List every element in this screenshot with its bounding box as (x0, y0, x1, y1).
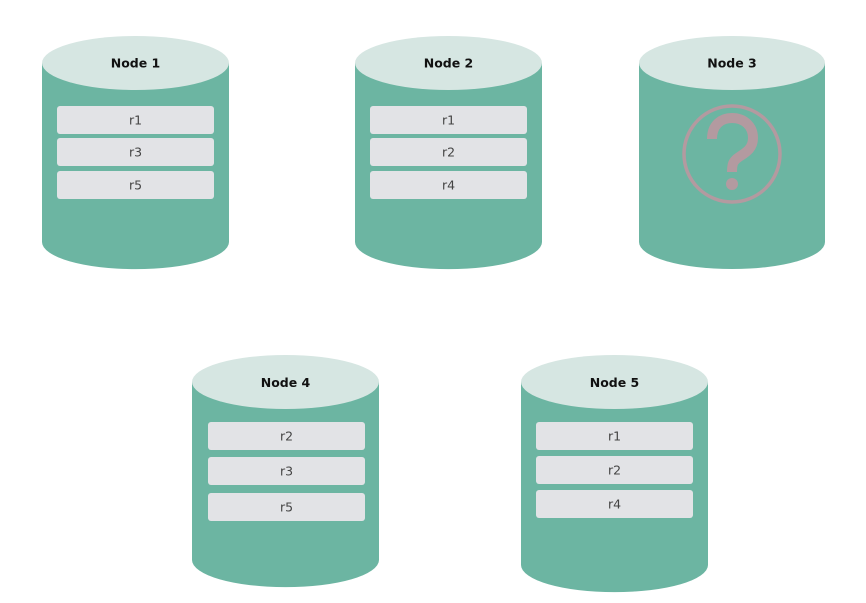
node-1: Node 1 r1 r3 r5 (42, 36, 229, 270)
node-5-replica-2-label: r2 (608, 463, 621, 478)
node-2-replica-3-label: r4 (442, 178, 455, 193)
node-3-title: Node 3 (707, 56, 757, 71)
node-4-replica-2 (208, 457, 365, 485)
node-2-cylinder-top (355, 36, 542, 90)
node-5-replica-2 (536, 456, 693, 484)
node-2-title: Node 2 (424, 56, 474, 71)
node-1-replica-3 (57, 171, 214, 199)
node-1-replica-3-label: r5 (129, 178, 142, 193)
node-1-cylinder-body (42, 63, 229, 270)
node-4: Node 4 r2 r3 r5 (192, 355, 379, 588)
node-5-replica-3 (536, 490, 693, 518)
node-4-replica-3-label: r5 (280, 500, 293, 515)
node-1-replica-2 (57, 138, 214, 166)
node-4-title: Node 4 (261, 375, 311, 390)
node-1-title: Node 1 (111, 56, 161, 71)
node-2-replica-3 (370, 171, 527, 199)
node-5-title: Node 5 (590, 375, 640, 390)
node-5-replica-1-label: r1 (608, 429, 621, 444)
node-3: Node 3 (639, 36, 825, 269)
node-2-replica-1-label: r1 (442, 113, 455, 128)
node-4-replica-3 (208, 493, 365, 521)
node-1-replica-2-label: r3 (129, 145, 142, 160)
node-4-replica-1-label: r2 (280, 429, 293, 444)
node-3-cylinder-top (639, 36, 825, 90)
node-4-replica-2-label: r3 (280, 464, 293, 479)
question-mark-icon (682, 104, 782, 204)
node-2-cylinder-body (355, 63, 542, 270)
node-4-cylinder-top (192, 355, 379, 409)
node-2-replica-1 (370, 106, 527, 134)
node-1-cylinder-top (42, 36, 229, 90)
node-2-replica-2-label: r2 (442, 145, 455, 160)
node-5-cylinder-top (521, 355, 708, 409)
node-2-replica-2 (370, 138, 527, 166)
node-2: Node 2 r1 r2 r4 (355, 36, 542, 270)
node-5-replica-1 (536, 422, 693, 450)
node-5-cylinder-body (521, 382, 708, 593)
node-5-replica-3-label: r4 (608, 497, 621, 512)
node-4-replica-1 (208, 422, 365, 450)
node-5: Node 5 r1 r2 r4 (521, 355, 708, 593)
node-1-replica-1 (57, 106, 214, 134)
node-1-replica-1-label: r1 (129, 113, 142, 128)
